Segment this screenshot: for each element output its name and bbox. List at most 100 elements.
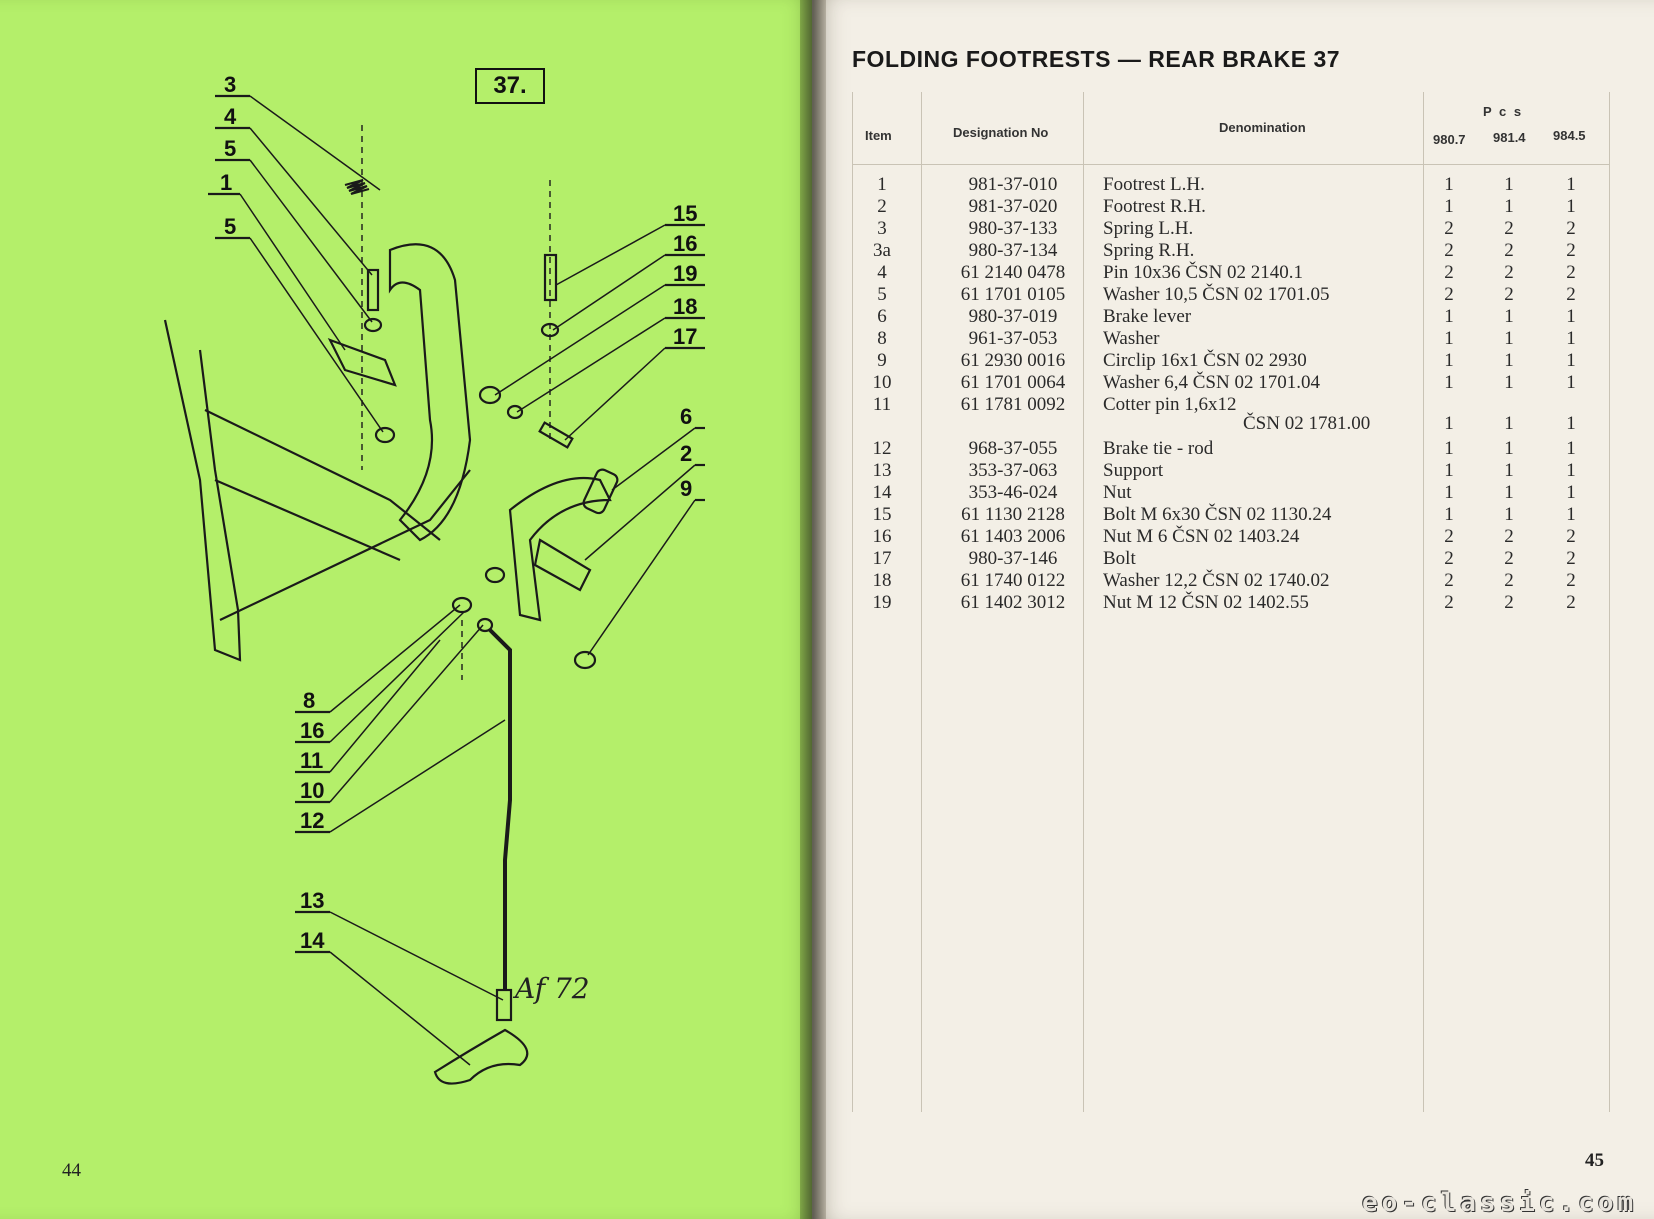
cell-qty-981-4: 1: [1504, 504, 1514, 525]
cell-qty-981-4: 1: [1504, 460, 1514, 481]
cell-qty-980-7: 2: [1444, 592, 1454, 613]
cell-item: 15: [872, 504, 892, 525]
page-number-left: 44: [62, 1160, 81, 1181]
cell-qty-980-7: 1: [1444, 174, 1454, 195]
cell-qty-980-7: 1: [1444, 372, 1454, 393]
bolt-part: [543, 253, 558, 302]
cell-item: 10: [872, 372, 892, 393]
cell-qty-981-4: 1: [1504, 482, 1514, 503]
callout-16b: 16: [300, 718, 324, 743]
cell-designation: 980-37-019: [968, 306, 1058, 327]
cell-qty-981-4: 2: [1504, 548, 1514, 569]
cell-designation: 61 1781 0092: [960, 394, 1066, 415]
col-divider: [1423, 92, 1424, 1112]
callout-13: 13: [300, 888, 324, 913]
cell-item: 19: [872, 592, 892, 613]
header-pcs: P c s: [1483, 104, 1524, 119]
left-page: [0, 0, 812, 1219]
cell-qty-980-7: 1: [1444, 413, 1454, 434]
footrest-pad: [327, 338, 397, 387]
callout-5: 5: [224, 136, 236, 161]
cell-item: 9: [877, 350, 887, 371]
cell-qty-984-5: 1: [1566, 196, 1576, 217]
spring-part: [344, 178, 370, 196]
page-number-right: 45: [1585, 1150, 1604, 1171]
cell-item: 11: [872, 394, 892, 415]
cell-item: 17: [872, 548, 892, 569]
cell-item: 3a: [873, 240, 891, 261]
cell-designation: 61 1701 0105: [960, 284, 1066, 305]
cell-item: 14: [872, 482, 892, 503]
cell-denomination-cont: ČSN 02 1781.00: [1243, 413, 1371, 434]
footrest-bracket: [388, 243, 472, 542]
cell-qty-981-4: 1: [1504, 413, 1514, 434]
callout-8: 8: [303, 688, 315, 713]
cell-denomination: Nut M 6 ČSN 02 1403.24: [1103, 526, 1300, 547]
cell-item: 16: [872, 526, 892, 547]
callout-6: 6: [680, 404, 692, 429]
callout-11: 11: [300, 748, 323, 773]
cell-designation: 961-37-053: [968, 328, 1058, 349]
cell-qty-984-5: 1: [1566, 482, 1576, 503]
cell-qty-984-5: 1: [1566, 306, 1576, 327]
cell-designation: 968-37-055: [968, 438, 1058, 459]
cell-item: 2: [877, 196, 887, 217]
book-gutter: [800, 0, 826, 1219]
callout-5b: 5: [224, 214, 236, 239]
cell-item: 8: [877, 328, 887, 349]
cell-qty-984-5: 1: [1566, 372, 1576, 393]
brake-pedal: [582, 468, 619, 515]
cell-designation: 980-37-133: [968, 218, 1058, 239]
callout-10: 10: [300, 778, 324, 803]
page-title: FOLDING FOOTRESTS — REAR BRAKE 37: [852, 46, 1341, 72]
cell-qty-981-4: 2: [1504, 240, 1514, 261]
cell-qty-984-5: 1: [1566, 438, 1576, 459]
cell-qty-981-4: 2: [1504, 262, 1514, 283]
cell-item: 13: [872, 460, 892, 481]
cell-denomination: Nut M 12 ČSN 02 1402.55: [1103, 592, 1309, 613]
washer-part: [363, 317, 383, 333]
parts-table: Item Designation No Denomination P c s 9…: [852, 92, 1610, 1112]
cell-qty-984-5: 2: [1566, 284, 1576, 305]
frame-outline: [163, 319, 242, 662]
cell-qty-980-7: 1: [1444, 328, 1454, 349]
cell-qty-981-4: 1: [1504, 174, 1514, 195]
cell-qty-984-5: 2: [1566, 262, 1576, 283]
callout-18: 18: [673, 294, 697, 319]
frame-tube: [204, 409, 441, 541]
cell-qty-980-7: 2: [1444, 548, 1454, 569]
callout-17: 17: [673, 324, 697, 349]
wing-nut-part: [433, 1028, 529, 1085]
cell-designation: 980-37-134: [968, 240, 1058, 261]
cell-qty-980-7: 2: [1444, 262, 1454, 283]
callout-19: 19: [673, 261, 697, 286]
callout-12: 12: [300, 808, 324, 833]
cell-denomination: Circlip 16x1 ČSN 02 2930: [1103, 350, 1307, 371]
cell-designation: 61 2140 0478: [960, 262, 1066, 283]
cell-qty-980-7: 1: [1444, 196, 1454, 217]
cell-designation: 61 1740 0122: [960, 570, 1066, 591]
frame-tube-3: [219, 469, 471, 621]
cell-denomination: Spring L.H.: [1103, 218, 1194, 239]
cell-qty-984-5: 1: [1566, 504, 1576, 525]
header-denomination: Denomination: [1219, 120, 1306, 135]
cell-qty-984-5: 2: [1566, 548, 1576, 569]
cell-qty-980-7: 1: [1444, 504, 1454, 525]
cell-qty-980-7: 2: [1444, 284, 1454, 305]
cell-qty-980-7: 2: [1444, 570, 1454, 591]
cell-qty-980-7: 1: [1444, 350, 1454, 371]
cell-designation: 61 2930 0016: [960, 350, 1066, 371]
cell-qty-981-4: 2: [1504, 218, 1514, 239]
brake-tie-rod: [488, 628, 512, 990]
cell-designation: 980-37-146: [968, 548, 1058, 569]
